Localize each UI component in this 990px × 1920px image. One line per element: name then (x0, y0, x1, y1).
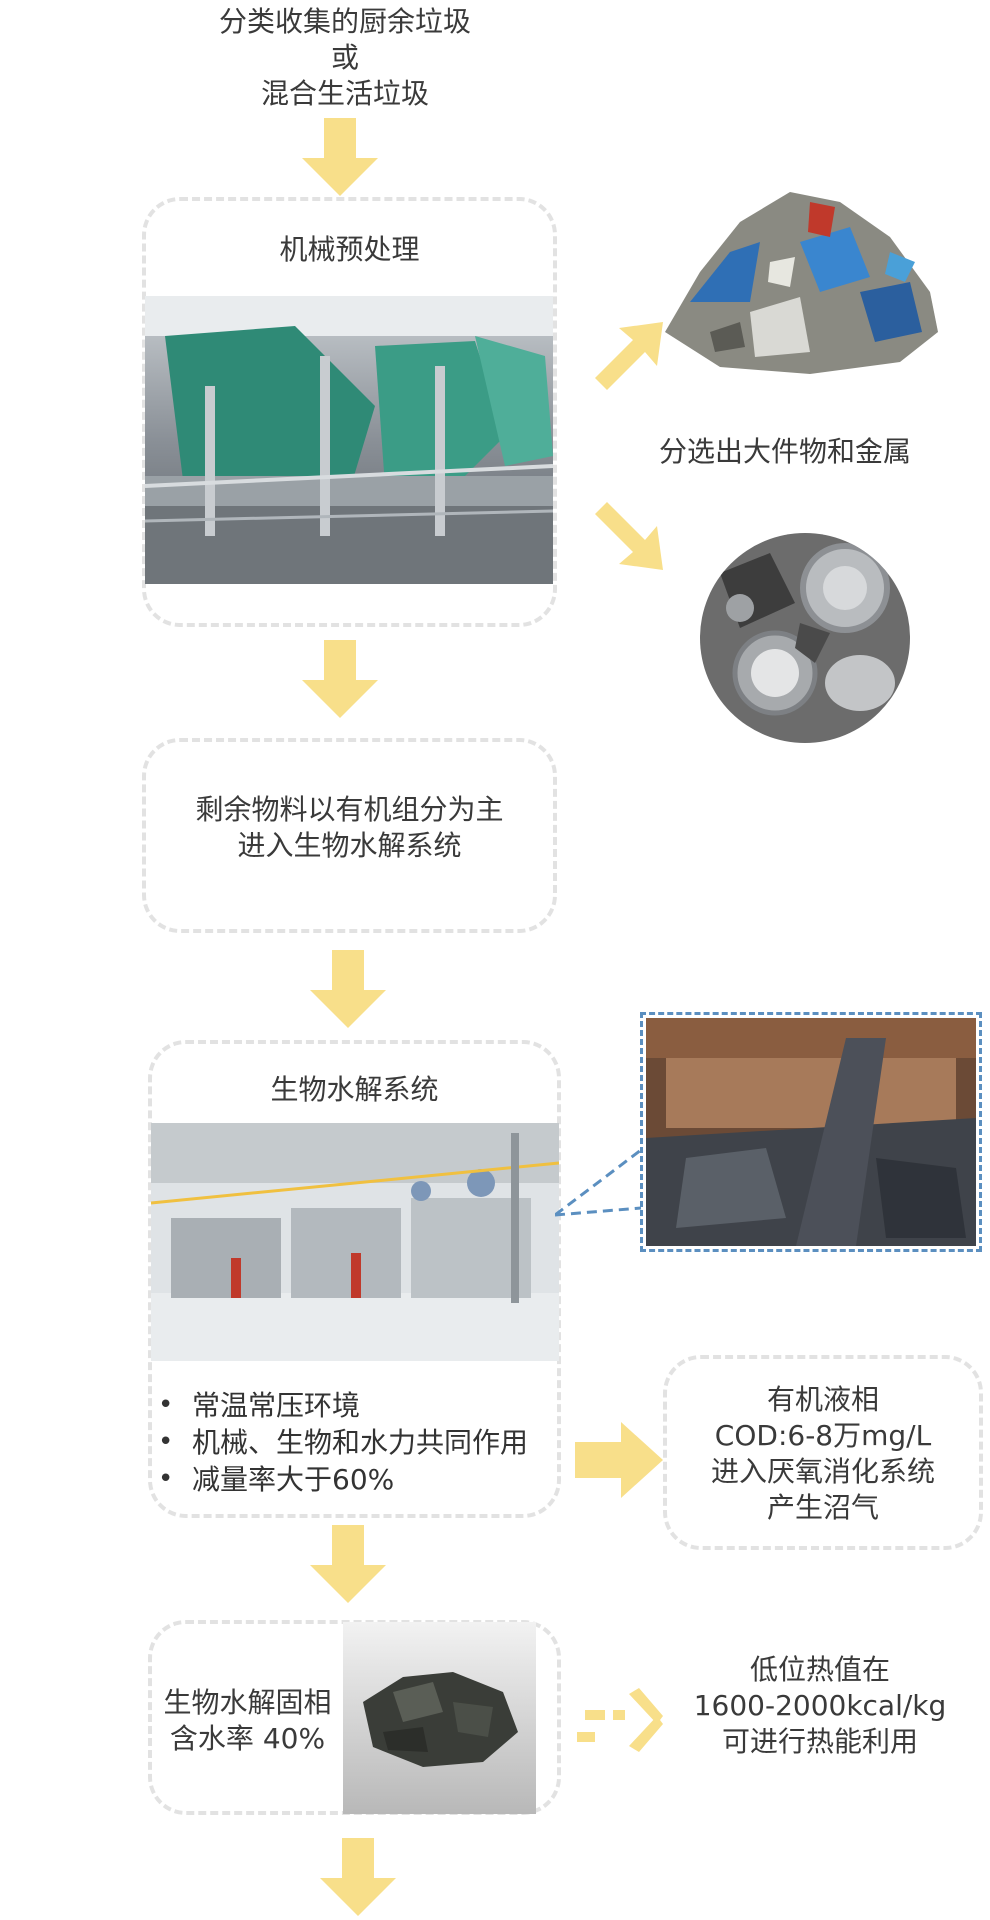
bulky-waste-pile-photo (660, 182, 940, 382)
liquid-phase-text: 有机液相 COD:6-8万mg/L 进入厌氧消化系统 产生沼气 (663, 1382, 983, 1526)
heat-value-text: 低位热值在 1600-2000kcal/kg 可进行热能利用 (675, 1652, 965, 1760)
dashed-right-arrow-icon (577, 1688, 663, 1752)
solid-line2: 含水率 40% (169, 1722, 326, 1755)
feature-item: 常温常压环境 (150, 1387, 560, 1424)
feature-item: 机械、生物和水力共同作用 (150, 1424, 560, 1461)
hydrolysis-system-box (148, 1040, 561, 1518)
pretreatment-box (142, 197, 557, 627)
heat-line2: 1600-2000kcal/kg (693, 1689, 947, 1722)
pretreatment-title: 机械预处理 (279, 233, 420, 266)
input-waste-line3: 混合生活垃圾 (260, 77, 429, 110)
liquid-line4: 产生沼气 (766, 1491, 879, 1524)
up-right-arrow-icon (595, 322, 663, 390)
remaining-line1: 剩余物料以有机组分为主 (195, 793, 504, 826)
callout-lines (555, 1148, 642, 1217)
liquid-line1: 有机液相 (766, 1383, 879, 1416)
hydrolysis-title: 生物水解系统 (270, 1073, 439, 1106)
down-arrow-icon (320, 1838, 396, 1916)
solid-residue-photo (343, 1622, 536, 1814)
sorted-output-label: 分选出大件物和金属 (658, 435, 911, 468)
hydrolysis-features-list: 常温常压环境 机械、生物和水力共同作用 减量率大于60% (150, 1387, 560, 1498)
solid-phase-text: 生物水解固相 含水率 40% (150, 1685, 345, 1757)
down-arrow-icon (310, 950, 386, 1028)
solid-line1: 生物水解固相 (163, 1686, 332, 1719)
remaining-materials-text: 剩余物料以有机组分为主 进入生物水解系统 (142, 792, 557, 864)
hydrolysis-tank-inset (640, 1012, 982, 1252)
liquid-line2: COD:6-8万mg/L (714, 1419, 932, 1452)
heat-line1: 低位热值在 (749, 1653, 890, 1686)
heat-line3: 可进行热能利用 (721, 1725, 918, 1758)
input-waste-label: 分类收集的厨余垃圾 或 混合生活垃圾 (150, 4, 540, 112)
right-arrow-icon (575, 1422, 663, 1498)
input-waste-line2: 或 (330, 41, 359, 74)
input-waste-line1: 分类收集的厨余垃圾 (218, 5, 471, 38)
remaining-line2: 进入生物水解系统 (237, 829, 462, 862)
pretreatment-machine-photo (145, 296, 553, 584)
hydrolysis-hall-photo (151, 1123, 559, 1361)
liquid-phase-box (663, 1355, 983, 1550)
down-right-arrow-icon (595, 502, 663, 570)
down-arrow-icon (302, 640, 378, 718)
feature-item: 减量率大于60% (150, 1461, 560, 1498)
metal-scrap-photo (700, 533, 910, 743)
down-arrow-icon (310, 1525, 386, 1603)
liquid-line3: 进入厌氧消化系统 (710, 1455, 935, 1488)
down-arrow-icon (302, 118, 378, 196)
remaining-materials-box (142, 738, 557, 933)
